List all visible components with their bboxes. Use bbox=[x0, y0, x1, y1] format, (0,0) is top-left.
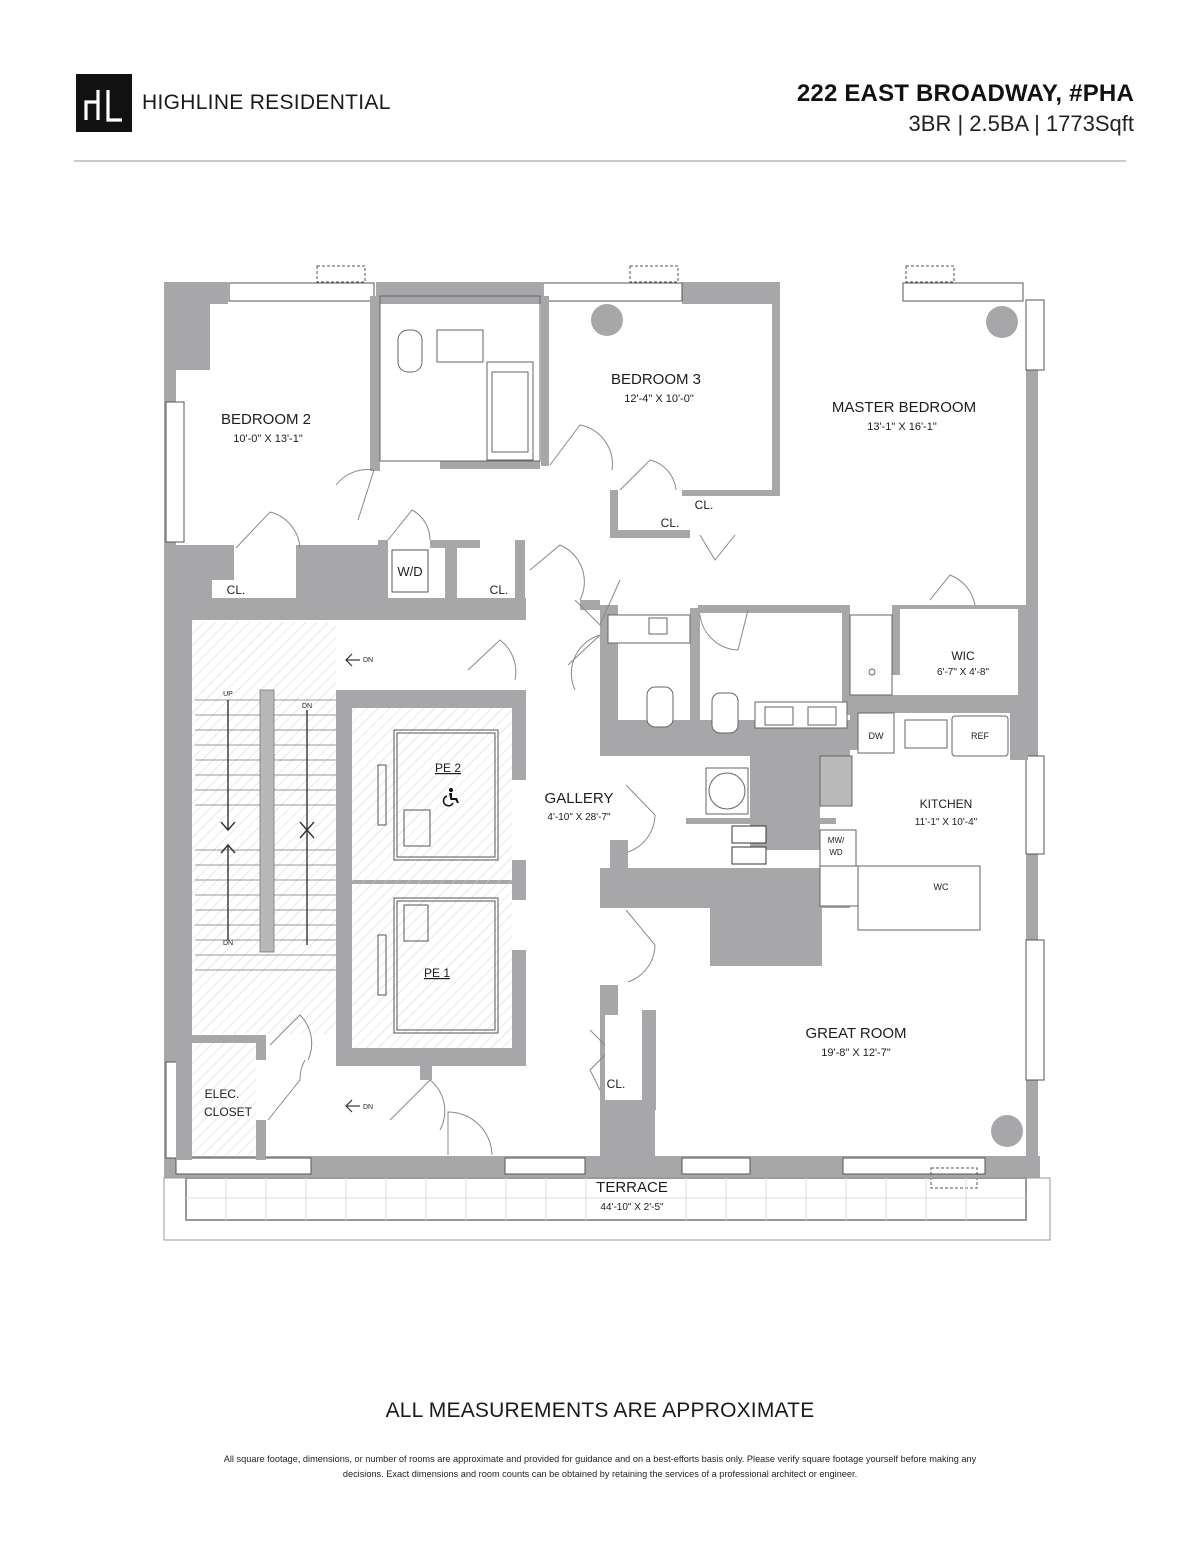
room-label-bedroom2: BEDROOM 2 bbox=[221, 411, 311, 428]
room-label-terrace: TERRACE bbox=[596, 1179, 668, 1196]
ramp-label-dn-1: DN bbox=[363, 657, 373, 664]
ramp-arrows bbox=[345, 653, 360, 1113]
room-label-great-room: GREAT ROOM bbox=[805, 1025, 906, 1042]
accessible-icon bbox=[442, 788, 459, 807]
exterior-walls bbox=[164, 282, 1040, 1178]
room-dims-great-room: 19'-8" X 12'-7" bbox=[821, 1047, 891, 1059]
room-label-gallery: GALLERY bbox=[545, 790, 614, 807]
fixture-label-microwave-2: WD bbox=[829, 848, 843, 857]
room-dims-wic: 6'-7" X 4'-8" bbox=[937, 667, 990, 678]
disclaimer-line-2: decisions. Exact dimensions and room cou… bbox=[342, 1469, 858, 1479]
disclaimer-line-1: All square footage, dimensions, or numbe… bbox=[223, 1454, 977, 1464]
ramp-label-dn-2: DN bbox=[363, 1104, 373, 1111]
measurements-notice: ALL MEASUREMENTS ARE APPROXIMATE bbox=[385, 1399, 815, 1422]
room-dims-terrace: 44'-10" X 2'-5" bbox=[600, 1202, 664, 1213]
listing-address: 222 EAST BROADWAY, #PHA bbox=[796, 80, 1134, 107]
bathroom-fixtures bbox=[379, 295, 893, 734]
elevator-cabs bbox=[377, 729, 499, 1034]
elec-hatch bbox=[192, 1043, 256, 1156]
fixture-label-closet-gallery: CL. bbox=[607, 1077, 626, 1091]
legal-disclaimer: All square footage, dimensions, or numbe… bbox=[90, 1452, 1110, 1482]
terrace bbox=[163, 1177, 1051, 1241]
fixture-label-wd: W/D bbox=[397, 564, 422, 579]
brand-logo bbox=[76, 74, 132, 132]
room-label-elec-closet-1: ELEC. bbox=[205, 1087, 240, 1101]
fixture-label-microwave-1: MW/ bbox=[828, 836, 845, 845]
washer-dryer-box bbox=[391, 549, 429, 593]
fixture-label-closet-bedroom2: CL. bbox=[227, 583, 246, 597]
room-label-kitchen: KITCHEN bbox=[920, 797, 973, 811]
room-dims-master-bedroom: 13'-1" X 16'-1" bbox=[867, 421, 937, 433]
listing-specs: 3BR | 2.5BA | 1773Sqft bbox=[908, 111, 1134, 136]
stair-label-dn-1: DN bbox=[302, 703, 312, 710]
fixture-label-wine-cooler: WC bbox=[934, 882, 949, 892]
fixture-label-closet-master: CL. bbox=[695, 498, 714, 512]
header-divider bbox=[74, 160, 1126, 162]
closet-hall bbox=[460, 548, 514, 598]
elevator-label-pe2: PE 2 bbox=[435, 761, 461, 775]
interior-walls bbox=[176, 296, 1028, 1160]
fixture-label-refrigerator: REF bbox=[971, 731, 990, 741]
listing-header: 222 EAST BROADWAY, #PHA 3BR | 2.5BA | 17… bbox=[797, 80, 1134, 138]
hl-monogram-icon bbox=[84, 90, 122, 122]
elevator-hatch bbox=[352, 708, 512, 1048]
windows bbox=[165, 282, 1045, 1175]
room-dims-bedroom3: 12'-4" X 10'-0" bbox=[624, 393, 694, 405]
room-label-bedroom3: BEDROOM 3 bbox=[611, 371, 701, 388]
fixture-label-closet-bedroom3: CL. bbox=[661, 516, 680, 530]
closet-gallery bbox=[605, 1015, 641, 1100]
stair-arrows bbox=[220, 700, 315, 945]
room-dims-gallery: 4'-10" X 28'-7" bbox=[547, 812, 611, 823]
elevator-label-pe1: PE 1 bbox=[424, 966, 450, 980]
room-label-elec-closet-2: CLOSET bbox=[204, 1105, 253, 1119]
room-dims-kitchen: 11'-1" X 10'-4" bbox=[915, 817, 978, 828]
kitchen-fixtures bbox=[705, 712, 1009, 931]
stair-label-up: UP bbox=[223, 691, 233, 698]
room-dims-bedroom2: 10'-0" X 13'-1" bbox=[233, 433, 303, 445]
brand-name: HIGHLINE RESIDENTIAL bbox=[142, 91, 391, 114]
door-swings bbox=[235, 424, 976, 1156]
structural-columns bbox=[591, 304, 1023, 1147]
stair-label-dn-2: DN bbox=[223, 940, 233, 947]
room-label-wic: WIC bbox=[951, 649, 975, 663]
closet-bedroom2 bbox=[212, 580, 294, 598]
room-label-master-bedroom: MASTER BEDROOM bbox=[832, 399, 976, 416]
fixture-label-closet-hall: CL. bbox=[490, 583, 509, 597]
stair-rail bbox=[259, 689, 275, 953]
fixture-label-dishwasher: DW bbox=[869, 731, 884, 741]
